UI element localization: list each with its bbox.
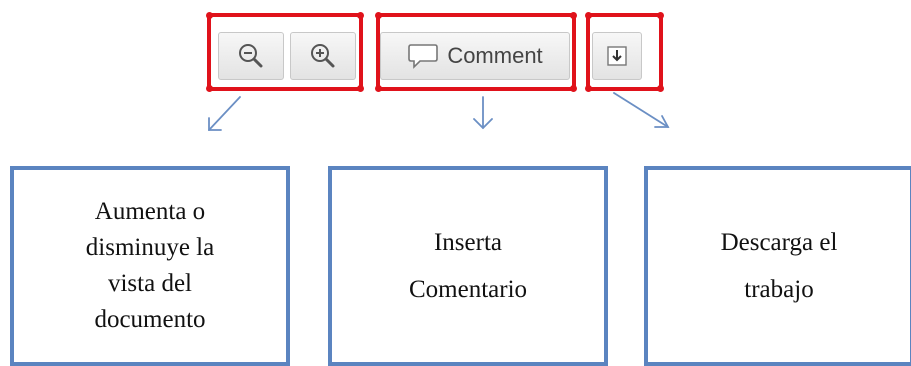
- zoom-out-icon: [239, 44, 263, 68]
- callout-zoom-text: Aumenta o disminuye la vista del documen…: [86, 194, 214, 339]
- arrow-download: [613, 92, 670, 128]
- comment-button[interactable]: Comment: [380, 32, 570, 80]
- corner-dot: [570, 85, 577, 92]
- callout-line: Aumenta o: [94, 197, 206, 225]
- download-button[interactable]: [592, 32, 642, 80]
- callout-line: Inserta: [433, 228, 503, 256]
- zoom-in-button[interactable]: [290, 32, 356, 80]
- callout-download: Descarga el trabajo: [644, 166, 911, 366]
- corner-dot: [585, 12, 592, 19]
- arrow-zoom: [208, 96, 241, 131]
- download-highlight: [585, 12, 664, 92]
- speech-bubble-icon: [408, 44, 439, 69]
- callout-comment-text: Inserta Comentario: [409, 219, 527, 314]
- callout-comment: Inserta Comentario: [328, 166, 608, 366]
- corner-dot: [657, 12, 664, 19]
- comment-button-label: Comment: [447, 43, 543, 68]
- corner-dot: [585, 85, 592, 92]
- corner-dot: [375, 85, 382, 92]
- callout-zoom: Aumenta o disminuye la vista del documen…: [10, 166, 290, 366]
- callout-line: vista del: [107, 270, 192, 297]
- callout-line: documento: [94, 306, 206, 334]
- callout-line: Descarga el: [720, 228, 838, 256]
- corner-dot: [657, 85, 664, 92]
- corner-dot: [206, 12, 213, 19]
- zoom-out-button[interactable]: [218, 32, 284, 80]
- corner-dot: [570, 12, 577, 19]
- corner-dot: [357, 85, 364, 92]
- callout-line: trabajo: [744, 276, 814, 303]
- download-icon: [607, 46, 627, 66]
- callout-download-text: Descarga el trabajo: [721, 219, 838, 314]
- zoom-in-icon: [311, 44, 335, 68]
- document-toolbar: Comment: [208, 12, 668, 92]
- corner-dot: [375, 12, 382, 19]
- callout-line: Comentario: [408, 276, 528, 303]
- callout-line: disminuye la: [85, 233, 215, 261]
- zoom-group-highlight: [206, 12, 364, 92]
- arrow-comment: [473, 96, 493, 130]
- corner-dot: [206, 85, 213, 92]
- corner-dot: [357, 12, 364, 19]
- comment-highlight: [375, 12, 577, 92]
